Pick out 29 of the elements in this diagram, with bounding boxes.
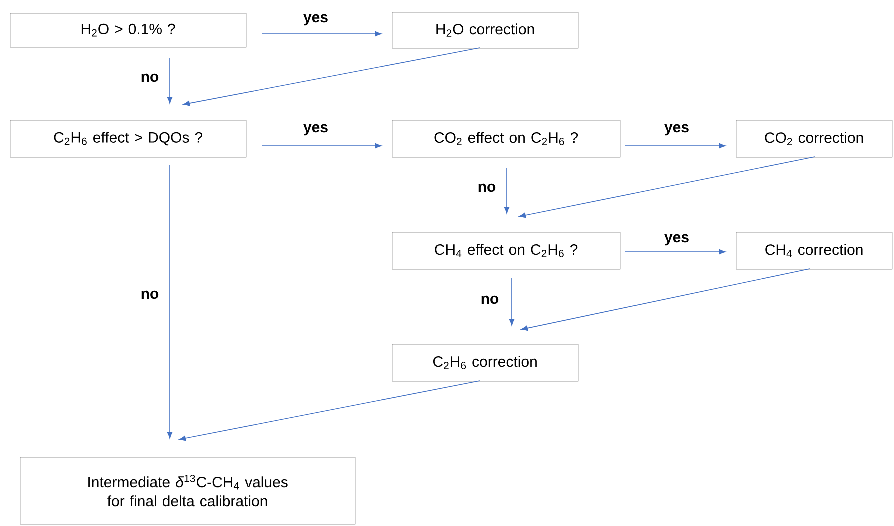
arrow	[624, 143, 726, 149]
process-box: CH$_{4}$ correction	[736, 232, 893, 270]
edge-label: no	[482, 296, 499, 304]
edge-label: no	[478, 184, 496, 192]
process-box: H$_{2}$O > 0.1% ?	[10, 13, 247, 48]
arrow	[509, 278, 515, 326]
arrow	[262, 143, 382, 149]
edge-label: yes	[664, 124, 689, 136]
edge-label: yes	[304, 124, 328, 136]
edge-label: yes	[304, 14, 328, 26]
arrow	[624, 249, 726, 255]
edge-label: yes	[664, 234, 689, 246]
arrow	[183, 48, 480, 106]
arrow	[521, 268, 810, 332]
arrow	[262, 31, 382, 37]
arrow	[167, 58, 173, 104]
arrow	[179, 380, 480, 442]
process-box: Intermediate δ$^{13}$C-CH$_{4}$ values for final delta calibration	[20, 457, 356, 525]
process-box: C$_{2}$H$_{6}$ correction	[392, 344, 579, 382]
process-box: CO$_{2}$ effect on C$_{2}$H$_{6}$ ?	[392, 120, 621, 158]
process-box: CO$_{2}$ correction	[736, 120, 893, 158]
arrow	[504, 168, 510, 214]
arrow	[167, 164, 173, 439]
edge-label: no	[142, 74, 159, 82]
edge-label: no	[142, 290, 159, 300]
process-box: H$_{2}$O correction	[392, 12, 579, 49]
arrow	[519, 156, 816, 218]
process-box: CH$_{4}$ effect on C$_{2}$H$_{6}$ ?	[392, 232, 621, 270]
process-box: C$_{2}$H$_{6}$ effect > DQOs ?	[10, 120, 247, 158]
